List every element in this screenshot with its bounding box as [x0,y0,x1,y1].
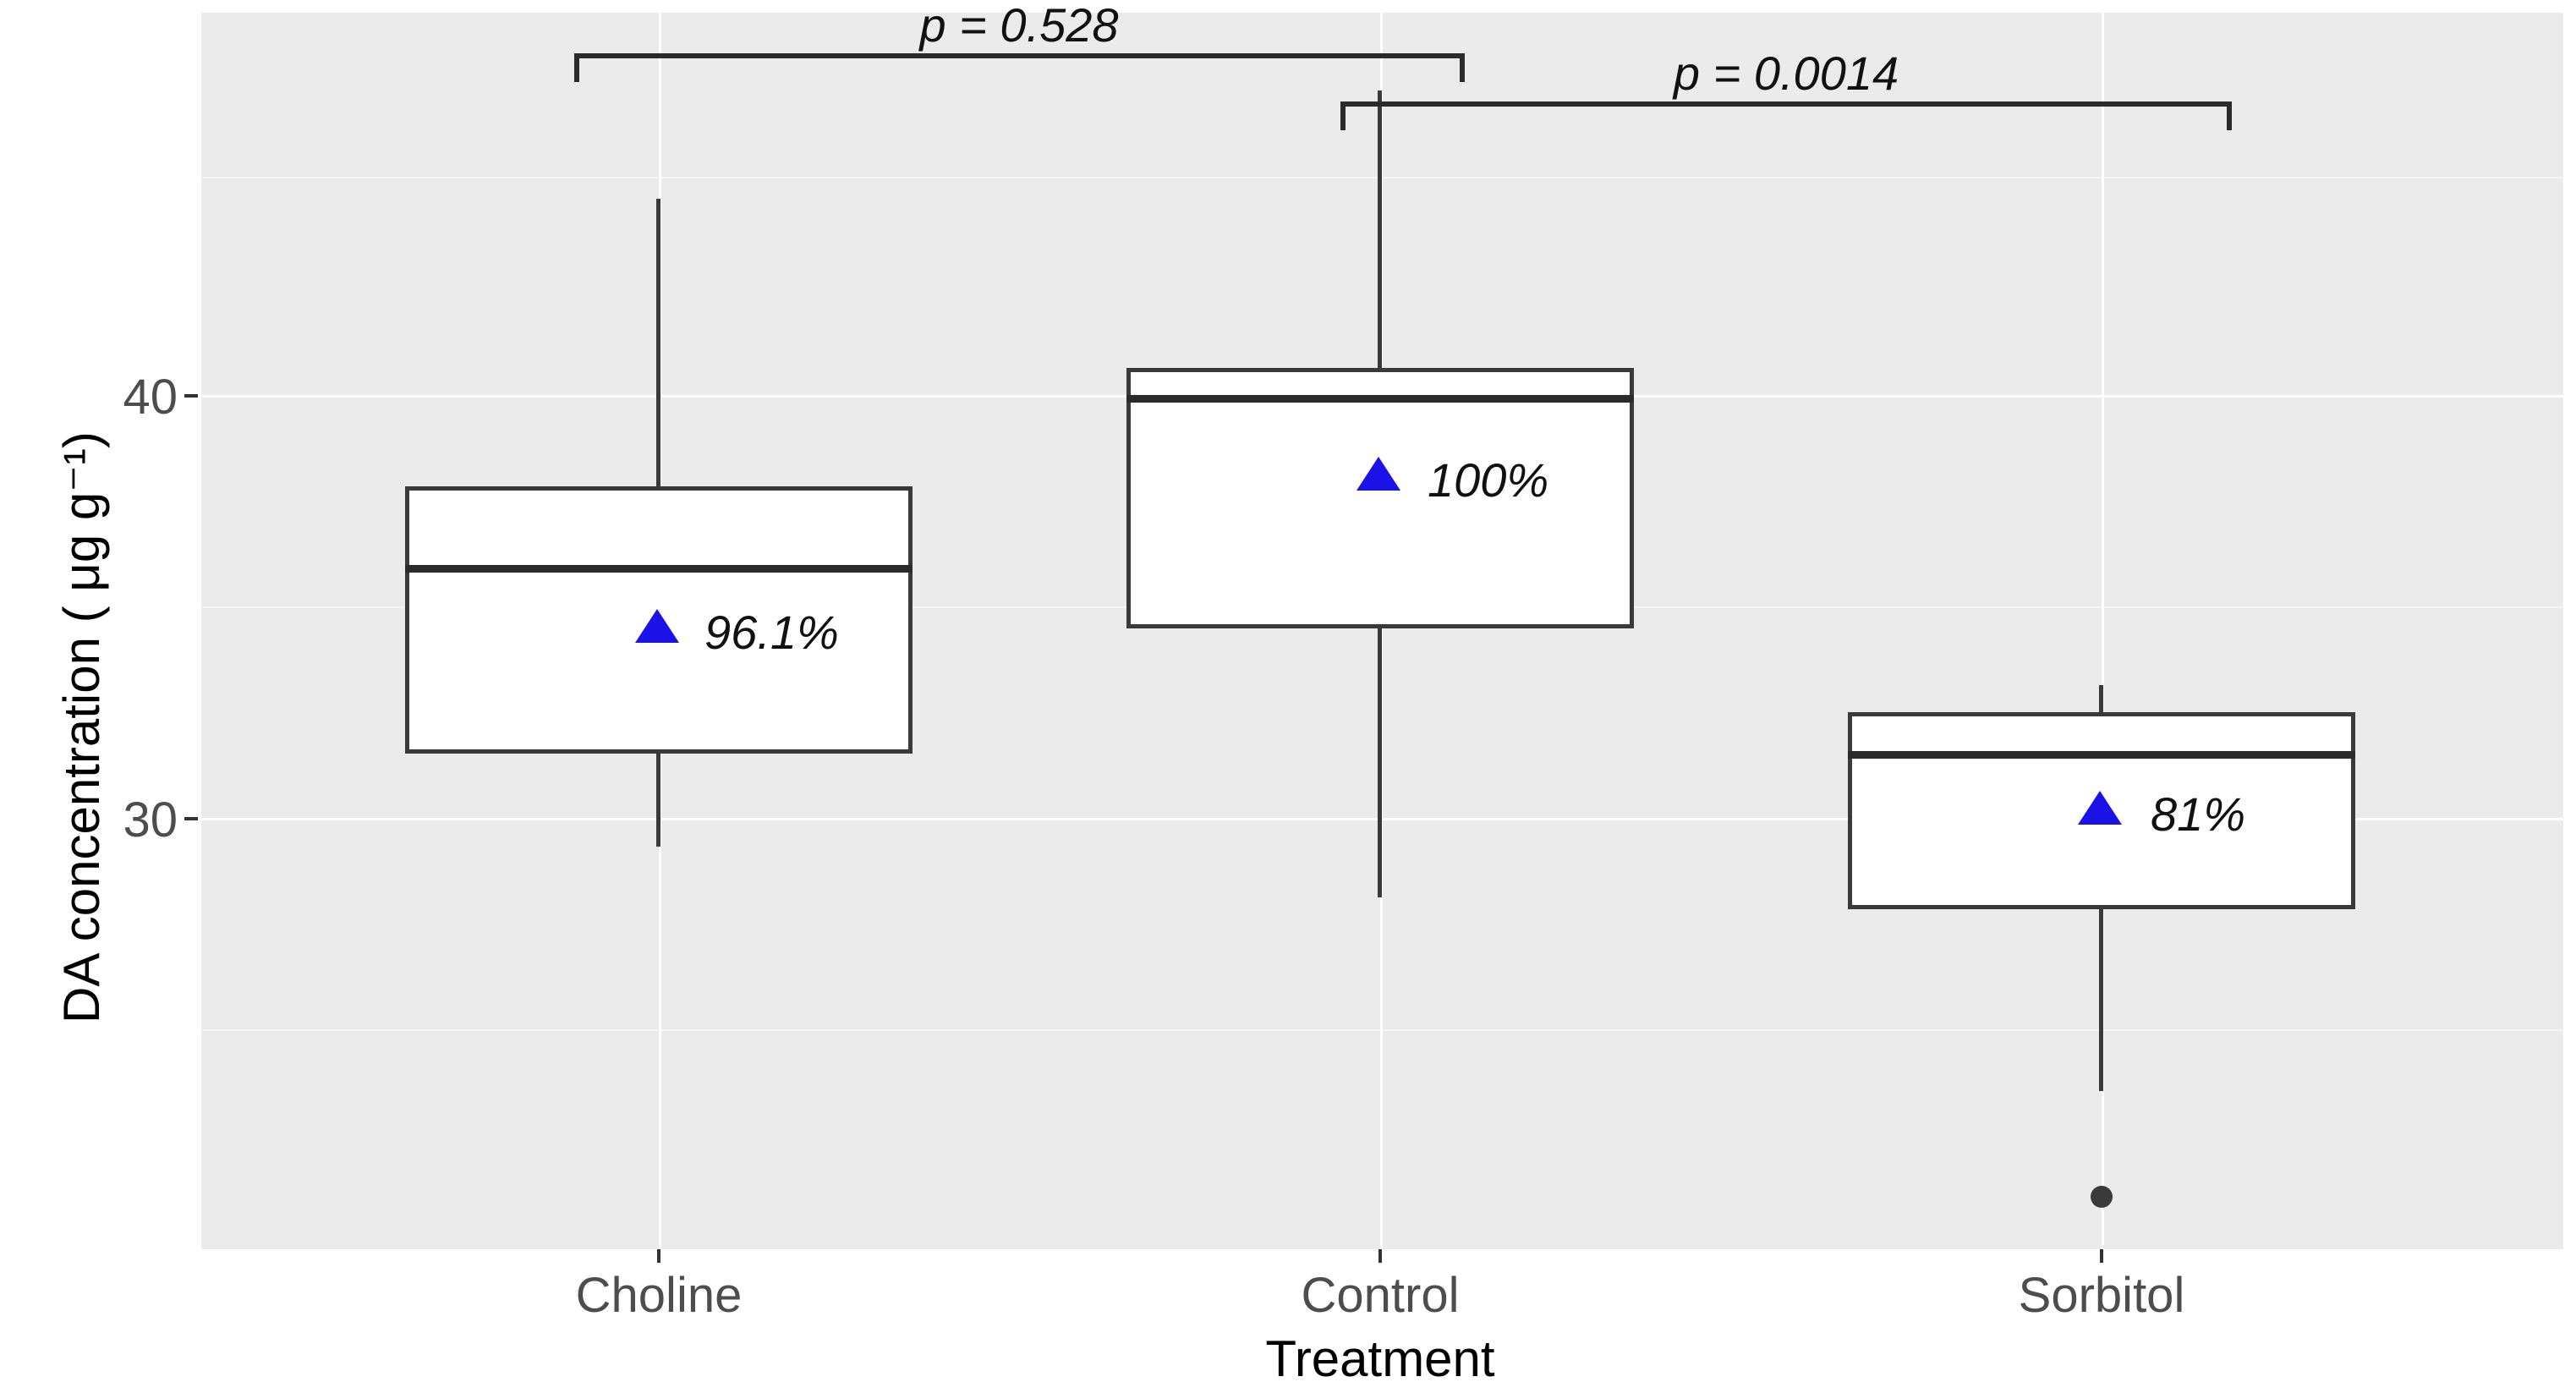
xtick-mark-control [1378,1249,1382,1263]
plot-panel: 96.1% 100% 81% p = 0.528 p = 0.0014 [201,0,2563,1249]
y-axis-title: DA concentration ( μg g⁻¹) [53,431,110,1023]
mean-marker-sorbitol [2078,791,2122,825]
bracket-label-choline-control: p = 0.528 [919,0,1119,52]
outlier-point-sorbitol [2091,1186,2113,1208]
mean-label-choline: 96.1% [704,606,839,659]
whisker-upper-choline [656,199,660,486]
xtick-label-choline: Choline [575,1268,743,1323]
bracket-tick-right-control-sorbitol [2227,101,2232,130]
xtick-label-sorbitol: Sorbitol [2018,1268,2185,1323]
median-choline [405,565,913,573]
bracket-tick-left-choline-control [574,53,579,82]
xtick-mark-sorbitol [2100,1249,2103,1263]
mean-marker-control [1357,457,1400,491]
whisker-upper-control [1378,90,1382,370]
mean-label-control: 100% [1428,453,1549,507]
bracket-line-choline-control [574,53,1465,58]
median-sorbitol [1848,751,2355,759]
mean-label-sorbitol: 81% [2151,787,2246,841]
bracket-tick-left-control-sorbitol [1340,101,1346,130]
bracket-line-control-sorbitol [1340,101,2232,107]
bracket-label-control-sorbitol: p = 0.0014 [1673,47,1899,100]
ytick-mark-40 [184,394,198,398]
whisker-lower-control [1378,628,1382,897]
ytick-label-30: 30 [123,792,178,847]
median-control [1126,395,1634,403]
xtick-label-control: Control [1301,1268,1460,1323]
ytick-label-40: 40 [123,370,178,425]
gridline-vertical-sorbitol [2102,13,2104,1249]
whisker-lower-sorbitol [2099,909,2103,1091]
xtick-mark-choline [657,1249,660,1263]
whisker-lower-choline [656,754,660,847]
x-axis-title: Treatment [1265,1330,1495,1387]
whisker-upper-sorbitol [2099,685,2103,712]
ytick-mark-30 [184,817,198,820]
bracket-tick-right-choline-control [1460,53,1465,82]
box-control [1126,368,1634,628]
mean-marker-choline [635,609,679,643]
